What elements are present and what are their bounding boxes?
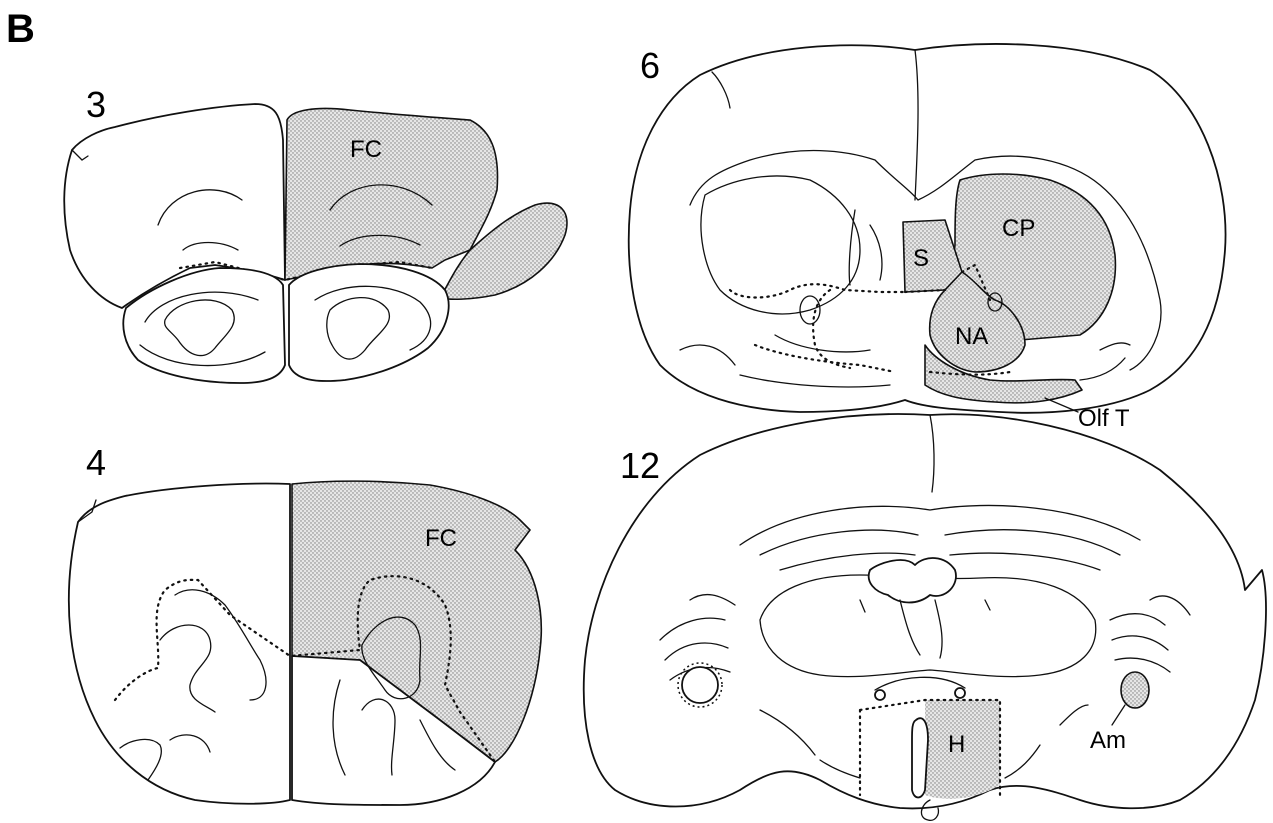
section-12-left-nucleus bbox=[682, 667, 718, 703]
panel-letter: B bbox=[6, 7, 35, 51]
section-12: 12 H Am bbox=[584, 414, 1266, 820]
section-12-number: 12 bbox=[620, 445, 660, 486]
section-6-label-na: NA bbox=[955, 323, 988, 350]
section-3-label-fc: FC bbox=[350, 136, 382, 163]
section-12-small-circle-r bbox=[955, 688, 965, 698]
section-3-right-lower-lobe bbox=[289, 264, 449, 381]
section-4-left-hemisphere bbox=[69, 484, 290, 804]
section-12-label-h: H bbox=[948, 731, 965, 758]
section-4-label-fc: FC bbox=[425, 525, 457, 552]
section-6-label-s: S bbox=[913, 245, 929, 272]
section-12-label-am: Am bbox=[1090, 727, 1126, 754]
section-12-third-ventricle bbox=[912, 718, 928, 797]
section-4-number: 4 bbox=[86, 442, 106, 483]
section-6: 6 CP S NA Olf T bbox=[629, 44, 1226, 432]
section-6-label-olft: Olf T bbox=[1078, 405, 1130, 432]
section-6-label-cp: CP bbox=[1002, 215, 1035, 242]
section-12-amygdala bbox=[1121, 672, 1149, 708]
section-6-number: 6 bbox=[640, 45, 660, 86]
section-3: 3 FC bbox=[64, 84, 567, 383]
section-3-number: 3 bbox=[86, 84, 106, 125]
section-4: 4 FC bbox=[69, 442, 541, 805]
section-12-small-circle-l bbox=[875, 690, 885, 700]
